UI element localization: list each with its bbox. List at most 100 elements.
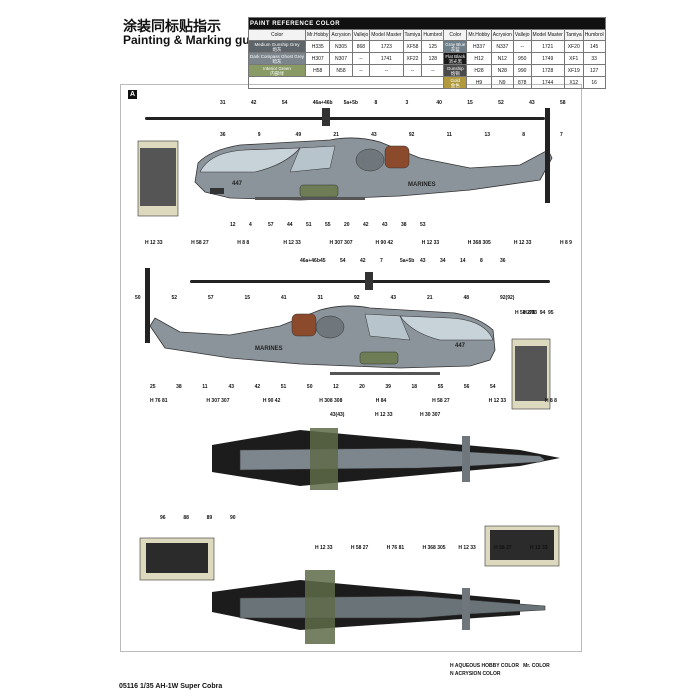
callout-number: 92(92): [500, 295, 515, 301]
callout-number: 43: [420, 258, 426, 264]
callout-number: 53: [420, 222, 426, 228]
legend-mr-color: Mr. COLOR: [523, 663, 550, 669]
rocket-pods-top: [310, 428, 338, 490]
canopy-rear: [289, 145, 336, 173]
callout-number: 12: [333, 384, 339, 390]
callout-number: 46a+46b: [312, 100, 333, 106]
callout-number: 42: [250, 100, 257, 106]
side-view-right: [145, 268, 550, 375]
paint-acrysion: N12: [490, 52, 514, 65]
paint-code: H 12 33: [283, 240, 301, 246]
paint-reference-table: PAINT REFERENCE COLOR Color Mr.Hobby Acr…: [247, 17, 606, 89]
tail-number-1: 447: [232, 181, 243, 187]
callout-number: 5a+5b: [343, 100, 358, 106]
canopy-rear: [364, 313, 411, 341]
stub-wing-bottom: [462, 588, 470, 630]
callout-number: 41: [281, 295, 287, 301]
callout-number: 36: [220, 132, 226, 138]
paint-code: H 58 27: [432, 398, 450, 404]
callout-number: 15: [467, 100, 473, 106]
skid: [330, 372, 440, 375]
callout-number: 31: [220, 100, 226, 106]
callout-number: H 58 27: [515, 310, 533, 316]
gun-turret: [210, 188, 224, 194]
engine-intake: [355, 148, 385, 172]
callout-number: 54: [281, 100, 288, 106]
callout-number: H 12 33: [375, 412, 393, 418]
callout-number: 52: [498, 100, 504, 106]
callout-number: 56: [463, 384, 470, 390]
paint-code: H 8 9: [560, 240, 572, 246]
marines-marking-2: MARINES: [255, 346, 283, 352]
callout-number: 57: [268, 222, 274, 228]
callout-number: H 8 8: [523, 310, 536, 316]
callout-number: 43: [382, 222, 388, 228]
paint-code: H 12 33: [488, 398, 507, 404]
callout-number: 46a+46b: [300, 258, 320, 264]
exhaust: [384, 145, 410, 169]
callout-number: 92: [408, 132, 415, 138]
callout-number: H 12 33: [315, 545, 333, 551]
rotor-hub: [365, 272, 373, 290]
paint-acrysion: N305: [329, 40, 353, 53]
callout-number: 42: [363, 222, 369, 228]
paint-code: H 90 42: [262, 398, 281, 404]
callout-number: H 30 307: [420, 412, 441, 418]
callout-number: 88: [183, 515, 189, 521]
callout-number: 42: [360, 258, 366, 264]
paint-code: H 307 307: [206, 398, 230, 404]
page-title: Painting & Marking guide: [123, 33, 268, 47]
callout-number: 11: [202, 384, 208, 390]
paint-code: H 12 33: [421, 240, 440, 246]
callout-number: 51: [280, 384, 287, 390]
callout-number: 58: [560, 100, 566, 106]
paint-code: H 8 8: [545, 398, 557, 404]
callout-number: 43(43): [330, 412, 345, 418]
callout-number: 34: [440, 258, 446, 264]
callout-number: 20: [344, 222, 350, 228]
paint-acrysion: N337: [490, 40, 514, 53]
callout-number: 8: [522, 132, 525, 138]
callout-number: 55: [437, 384, 444, 390]
legend-h: H: [450, 663, 454, 669]
inset-bay-2-detail: [490, 530, 554, 560]
callout-number: 54: [340, 258, 346, 264]
section-label: A: [128, 90, 137, 99]
callout-number: 43: [529, 100, 535, 106]
paint-code: H 368 305: [467, 240, 491, 246]
callout-number: 49: [295, 132, 302, 138]
callout-number: 8: [480, 258, 483, 264]
callout-number: 89: [206, 515, 213, 521]
paint-code: H 58 27: [191, 240, 209, 246]
callout-number: 5a+5b: [400, 258, 415, 264]
side-view-left: [145, 108, 553, 203]
stub-wing-top: [462, 436, 470, 482]
paint-code: H 8 8: [237, 240, 250, 246]
callout-number: 90: [230, 515, 236, 521]
callout-number: 11: [446, 132, 452, 138]
callout-number: 93: [531, 310, 538, 316]
paint-code: H 84: [375, 398, 387, 404]
callout-number: 52: [171, 295, 178, 301]
callout-number: 96: [160, 515, 166, 521]
callout-number: 48: [463, 295, 470, 301]
callout-number: 21: [427, 295, 433, 301]
callout-number: 12: [230, 222, 236, 228]
callout-number: 54: [490, 384, 496, 390]
callout-number: H 76 81: [386, 545, 405, 551]
callout-number: 50: [135, 295, 141, 301]
callout-number: 18: [411, 384, 418, 390]
paint-hobby: H307: [305, 52, 331, 65]
callout-number: 42: [254, 384, 261, 390]
paint-hobby: H337: [466, 40, 492, 53]
callout-number: 7: [560, 132, 563, 138]
callout-number: 7: [380, 258, 383, 264]
callout-number: 8: [374, 100, 378, 106]
callout-number: 45: [320, 258, 326, 264]
